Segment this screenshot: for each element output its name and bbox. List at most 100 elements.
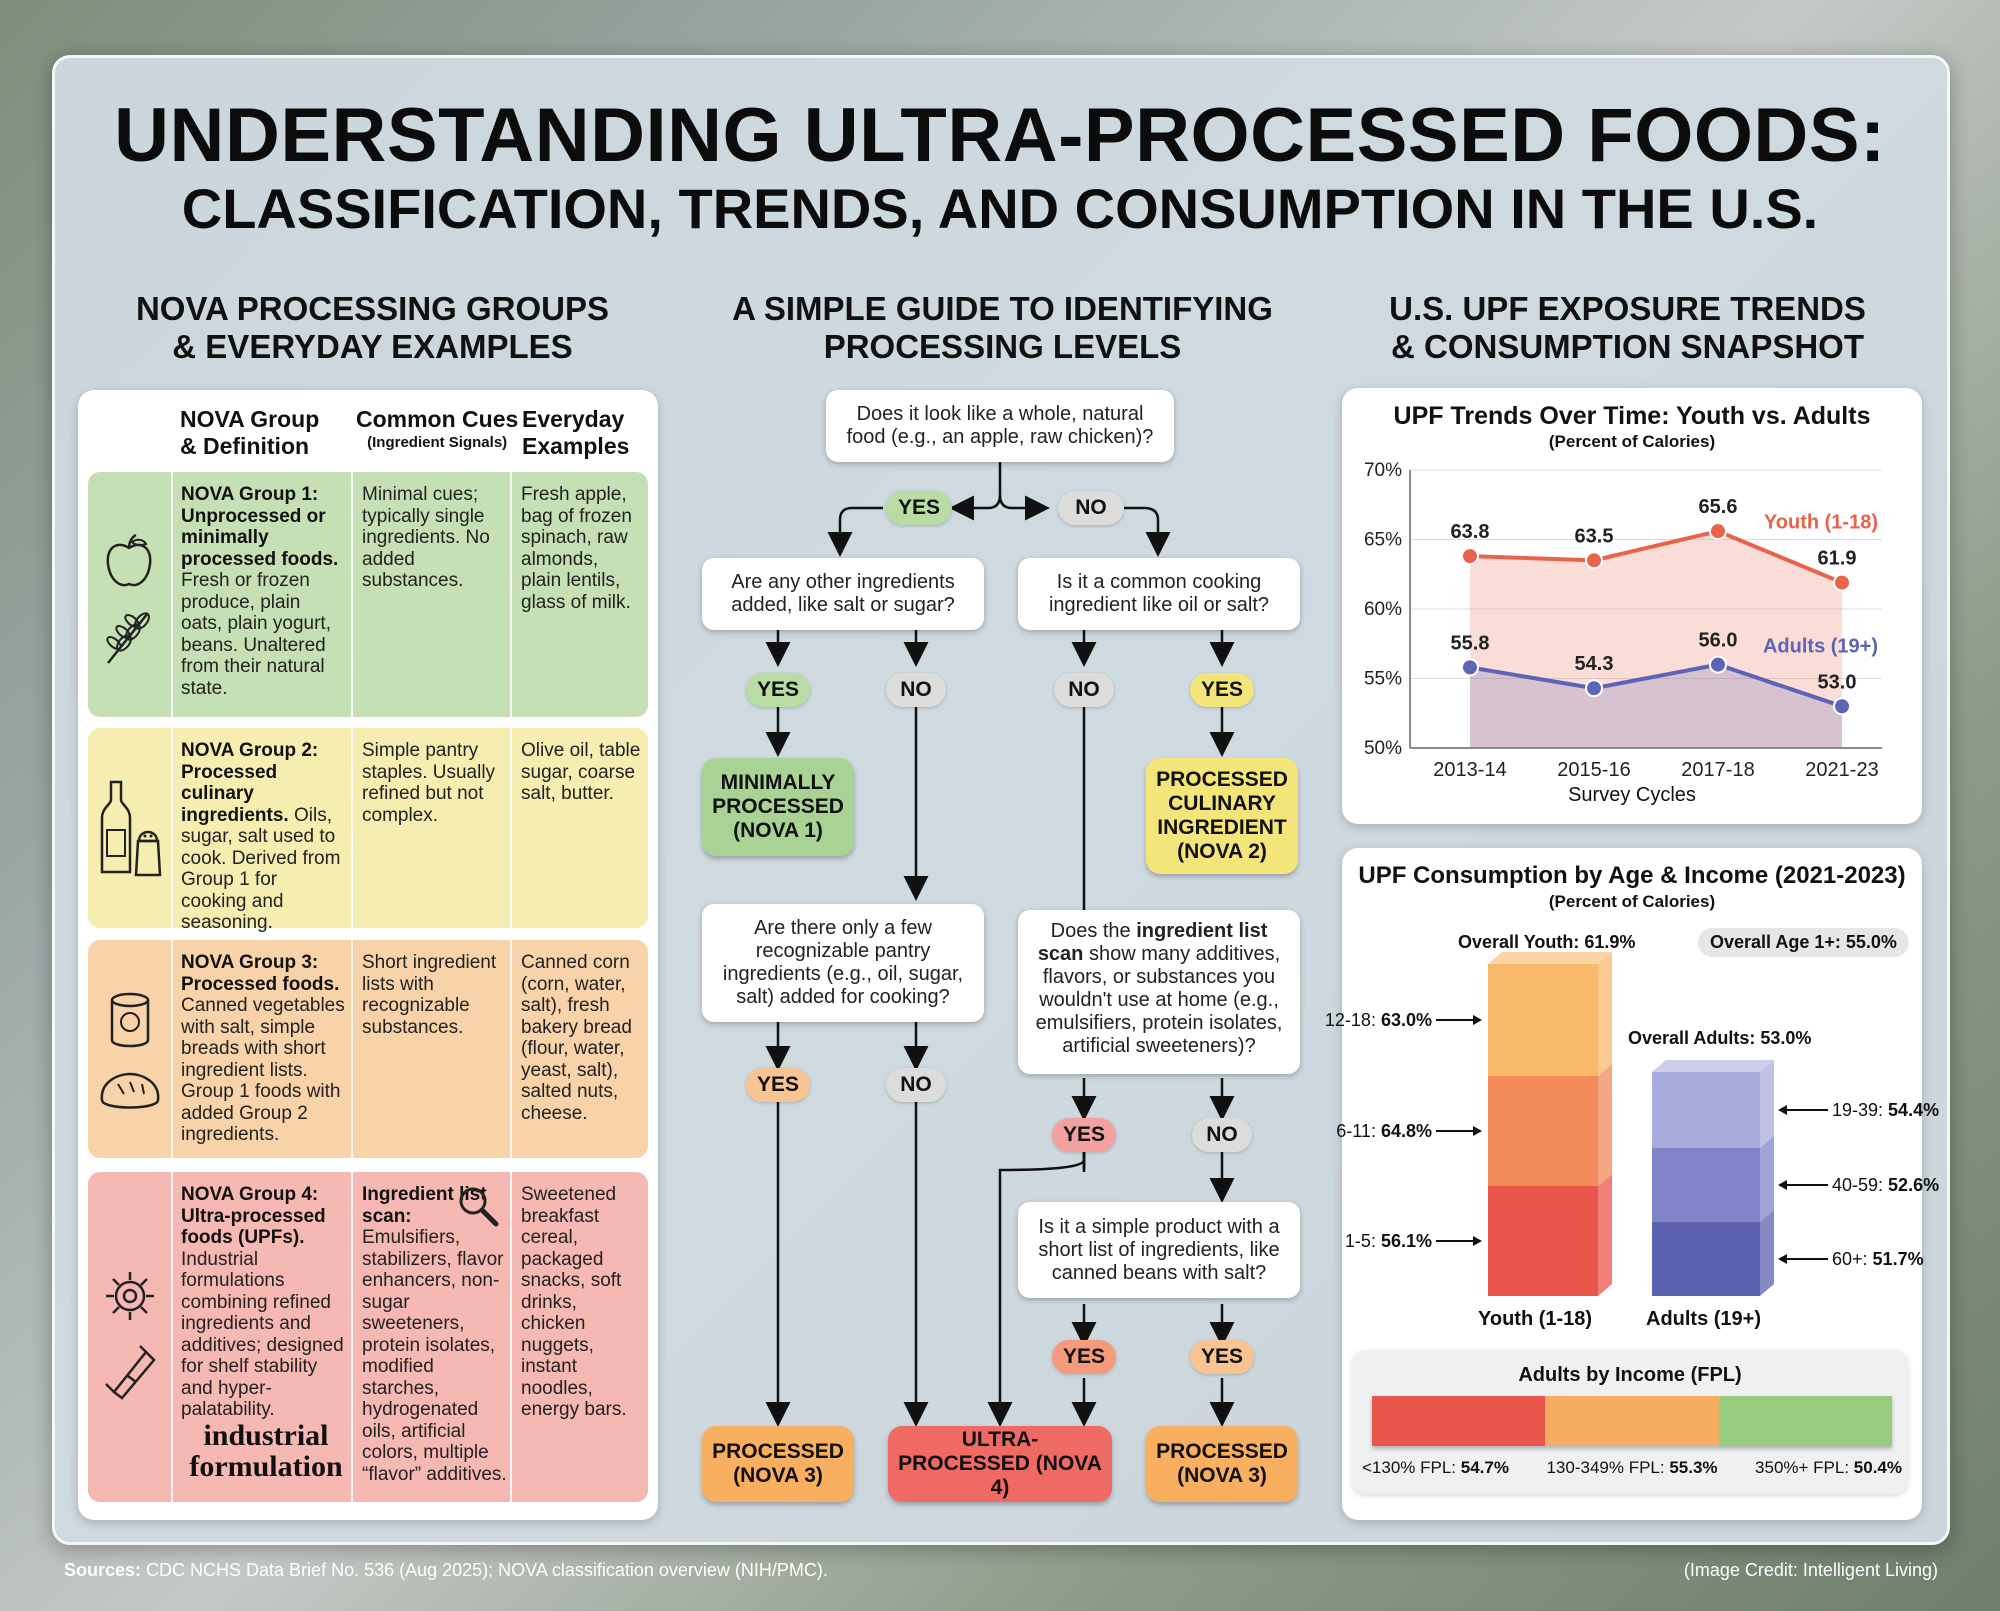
data-point — [1833, 697, 1851, 716]
income-title: Adults by Income (FPL) — [1518, 1364, 1742, 1386]
y-tick-label: 55% — [1364, 669, 1402, 690]
snack-bar-icon — [105, 1345, 156, 1400]
q4-yes-pill: YES — [746, 1068, 810, 1102]
data-label: 63.5 — [1575, 525, 1614, 547]
q3-yes-pill: YES — [1190, 673, 1254, 707]
income-labels: <130% FPL: 54.7% 130-349% FPL: 55.3% 350… — [1362, 1458, 1902, 1478]
question-whole-food: Does it look like a whole, natural food … — [826, 390, 1174, 462]
data-label: 61.9 — [1818, 548, 1857, 570]
group-4-cues: Ingredient list scan: Emulsifiers, stabi… — [362, 1184, 507, 1485]
adult-bar-segment — [1652, 1072, 1760, 1148]
group-1-definition: NOVA Group 1: Unprocessed or minimally p… — [181, 484, 339, 699]
adult-bar-side — [1760, 1060, 1774, 1148]
group-2-examples: Olive oil, table sugar, coarse salt, but… — [521, 740, 641, 804]
adult-bar-side — [1760, 1210, 1774, 1296]
main-title: UNDERSTANDING ULTRA-PROCESSED FOODS: — [114, 93, 1886, 178]
q3-no-pill: NO — [1054, 673, 1114, 707]
data-point — [1709, 522, 1727, 541]
q6-yes-pill-left: YES — [1052, 1340, 1116, 1374]
income-bar — [1372, 1396, 1892, 1446]
x-tick-label: 2017-18 — [1681, 759, 1754, 781]
q6-yes-pill-right: YES — [1190, 1340, 1254, 1374]
data-label: 53.0 — [1818, 671, 1857, 693]
income-segment-high — [1718, 1396, 1892, 1446]
youth-bar-top — [1488, 952, 1612, 964]
question-ingredient-list-scan: Does the ingredient list scan show many … — [1018, 910, 1300, 1074]
trend-chart-subtitle: (Percent of Calories) — [1548, 432, 1716, 451]
consumption-chart-panel: UPF Consumption by Age & Income (2021-20… — [1325, 848, 1939, 1520]
result-ultra-processed: ULTRA-PROCESSED (NOVA 4) — [888, 1426, 1112, 1502]
data-point — [1461, 547, 1479, 566]
consumption-bar-chart: 1-5: 56.1%6-11: 64.8%12-18: 63.0%60+: 51… — [1325, 952, 1939, 1296]
result-minimally-processed: MINIMALLY PROCESSED (NOVA 1) — [702, 758, 854, 856]
data-label: 54.3 — [1575, 653, 1614, 675]
overall-age-badge: Overall Age 1+: 55.0% — [1698, 928, 1909, 957]
overall-adults-label: Overall Adults: 53.0% — [1628, 1028, 1812, 1048]
adult-segment-label: 40-59: 52.6% — [1832, 1175, 1939, 1195]
adult-arrowhead — [1778, 1254, 1787, 1264]
x-tick-label: 2013-14 — [1433, 759, 1506, 781]
group-1-examples: Fresh apple, bag of frozen spinach, raw … — [521, 484, 632, 613]
question-ingredients-added: Are any other ingredients added, like sa… — [702, 558, 984, 630]
youth-arrowhead — [1473, 1015, 1482, 1025]
youth-category-label: Youth (1-18) — [1478, 1308, 1593, 1330]
y-tick-label: 60% — [1364, 599, 1402, 620]
can-icon — [110, 992, 150, 1048]
adult-bar-side — [1760, 1136, 1774, 1222]
youth-arrowhead — [1473, 1236, 1482, 1246]
q1-yes-pill: YES — [886, 491, 952, 525]
income-box: Adults by Income (FPL) <130% FPL: 54.7% … — [1352, 1350, 1908, 1494]
youth-segment-label: 6-11: 64.8% — [1336, 1121, 1432, 1141]
question-simple-product: Is it a simple product with a short list… — [1018, 1202, 1300, 1298]
income-segment-mid — [1545, 1396, 1719, 1446]
youth-bar-side — [1598, 1064, 1612, 1186]
q1-no-pill: NO — [1058, 491, 1124, 525]
y-tick-label: 70% — [1364, 460, 1402, 481]
wheat-icon — [106, 612, 150, 664]
series-area — [1470, 664, 1842, 748]
trend-chart-xlabel: Survey Cycles — [1568, 784, 1696, 806]
oil-bottle-icon — [100, 780, 132, 874]
youth-segment-label: 12-18: 63.0% — [1325, 1010, 1432, 1030]
nova-group-2-row: NOVA Group 2: Processed culinary ingredi… — [88, 728, 648, 933]
group-4-examples: Sweetened breakfast cereal, packaged sna… — [521, 1184, 627, 1420]
group-1-cues: Minimal cues; typically single ingredien… — [362, 484, 490, 591]
q2-no-pill: NO — [886, 673, 946, 707]
header-nova-group: NOVA Group& Definition — [180, 406, 320, 459]
result-processed-right: PROCESSED (NOVA 3) — [1146, 1426, 1298, 1502]
income-label-high: 350%+ FPL: 50.4% — [1755, 1458, 1902, 1477]
magnifier-icon — [459, 1187, 499, 1227]
x-tick-label: 2021-23 — [1805, 759, 1878, 781]
group-3-examples: Canned corn (corn, water, salt), fresh b… — [521, 952, 632, 1124]
group-4-definition: NOVA Group 4: Ultra-processed foods (UPF… — [181, 1184, 344, 1420]
question-few-pantry-ingredients: Are there only a few recognizable pantry… — [702, 904, 984, 1022]
q5-no-pill: NO — [1192, 1118, 1252, 1152]
youth-bar-segment — [1488, 964, 1598, 1076]
main-subtitle: CLASSIFICATION, TRENDS, AND CONSUMPTION … — [181, 177, 1819, 240]
data-point — [1709, 655, 1727, 674]
question-cooking-ingredient: Is it a common cooking ingredient like o… — [1018, 558, 1300, 630]
y-tick-label: 50% — [1364, 738, 1402, 759]
trend-chart-panel: UPF Trends Over Time: Youth vs. Adults (… — [1342, 388, 1922, 824]
data-label: 56.0 — [1699, 630, 1738, 652]
q2-yes-pill: YES — [746, 673, 810, 707]
adult-bar-top — [1652, 1060, 1774, 1072]
youth-arrowhead — [1473, 1126, 1482, 1136]
income-label-mid: 130-349% FPL: 55.3% — [1546, 1458, 1718, 1477]
adult-bar-segment — [1652, 1148, 1760, 1222]
gear-icon — [106, 1272, 154, 1320]
trends-section-title: U.S. UPF EXPOSURE TRENDS& CONSUMPTION SN… — [1389, 290, 1866, 365]
income-segment-low — [1372, 1396, 1546, 1446]
data-point — [1585, 679, 1603, 698]
industrial-formulation-tag: industrial formulation — [189, 1419, 343, 1483]
q5-yes-pill: YES — [1052, 1118, 1116, 1152]
adult-bar-segment — [1652, 1222, 1760, 1296]
sources-footer: Sources: CDC NCHS Data Brief No. 536 (Au… — [64, 1560, 828, 1580]
series-line — [1469, 529, 1843, 585]
group-3-definition: NOVA Group 3: Processed foods. Canned ve… — [181, 952, 345, 1145]
series-area — [1470, 531, 1842, 748]
data-point — [1833, 573, 1851, 592]
